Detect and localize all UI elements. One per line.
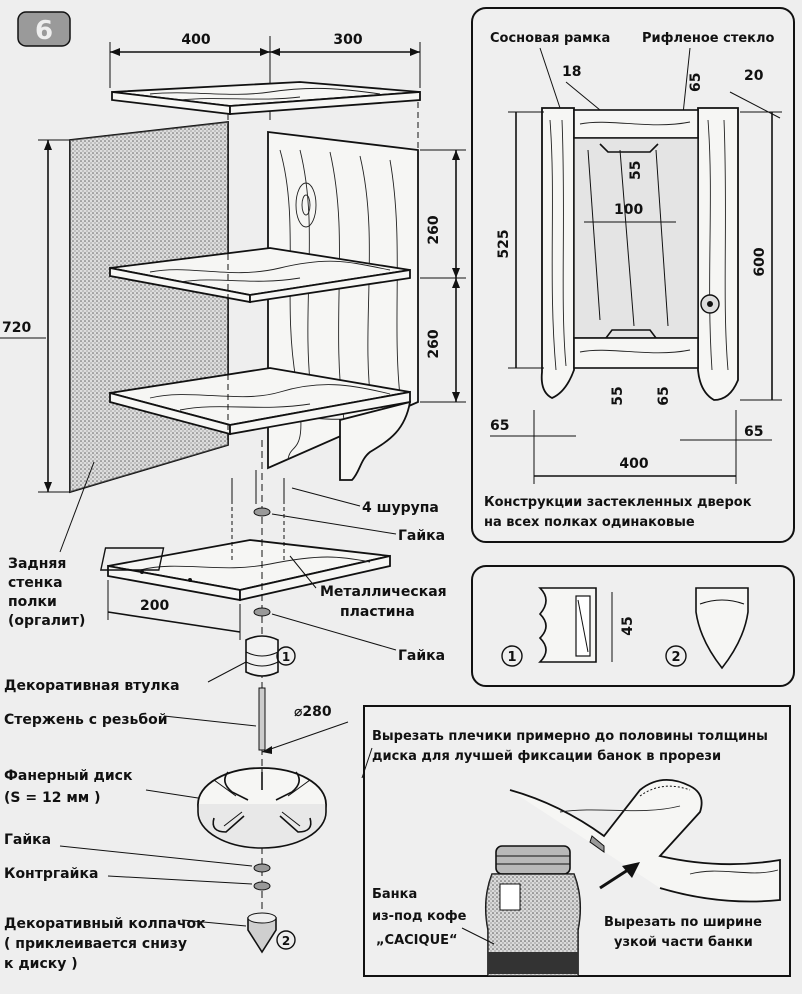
dim-depth-300: 300 [333, 32, 362, 48]
dim-100: 100 [614, 202, 643, 218]
label-plywood-disc-2: (S = 12 мм ) [4, 790, 100, 806]
cut-note-2: узкой части банки [614, 935, 753, 950]
door-caption-1: Конструкции застекленных дверок [484, 495, 752, 510]
door-caption-2: на всех полках одинаковые [484, 515, 695, 530]
label-back-wall-1: Задняя [8, 556, 66, 572]
door-detail-panel: Сосновая рамка Рифленое стекло 18 65 20 [471, 7, 795, 543]
dim-height-720: 720 [2, 320, 31, 336]
label-fluted-glass: Рифленое стекло [642, 31, 775, 46]
dim-65-left: 65 [490, 418, 509, 434]
coffee-jar [484, 845, 582, 977]
disc-caption-1: Вырезать плечики примерно до половины то… [372, 729, 768, 744]
dim-600: 600 [752, 247, 768, 276]
decorative-cap: 2 [181, 912, 296, 954]
figure-number: 6 [35, 16, 53, 46]
label-nut-2: Гайка [398, 648, 445, 664]
decorative-bushing: 1 Декоративная втулка [4, 635, 296, 694]
dim-55-upper: 55 [628, 161, 644, 180]
shelf-assembly: 400 300 [0, 32, 466, 972]
label-decorative-bushing: Декоративная втулка [4, 678, 180, 694]
label-metal-plate-1: Металлическая [320, 584, 447, 600]
dim-55-lower: 55 [610, 386, 626, 405]
dim-20: 20 [744, 68, 764, 84]
dim-400-door: 400 [619, 456, 648, 472]
dim-height-260-lower: 260 [426, 329, 442, 358]
jar-label-3: „CACIQUE“ [376, 933, 458, 948]
callout-1-main: 1 [282, 650, 290, 664]
profiles-panel: 1 45 2 [471, 565, 795, 687]
dim-45: 45 [620, 616, 636, 635]
cut-note-1: Вырезать по ширине [604, 915, 762, 930]
disc-detail-panel: Вырезать плечики примерно до половины то… [361, 705, 791, 977]
dim-65-right: 65 [744, 424, 763, 440]
dim-525: 525 [496, 229, 512, 258]
callout-profile-2: 2 [671, 650, 680, 665]
back-hardboard-wall [69, 120, 229, 494]
label-cap-2: ( приклеивается снизу [4, 936, 187, 952]
callout-profile-1: 1 [507, 650, 516, 665]
label-back-wall-2: стенка [8, 575, 63, 591]
dim-18: 18 [562, 64, 581, 80]
disc-caption-2: диска для лучшей фиксации банок в прорез… [372, 749, 721, 764]
jar-label-2: из-под кофе [372, 909, 467, 924]
label-plywood-disc-1: Фанерный диск [4, 768, 133, 784]
label-back-wall-4: (оргалит) [8, 613, 85, 629]
label-back-wall-3: полки [8, 594, 57, 610]
dim-65-lower: 65 [656, 386, 672, 405]
label-cap-1: Декоративный колпачок [4, 916, 206, 932]
label-nut-1: Гайка [398, 528, 445, 544]
label-threaded-rod: Стержень с резьбой [4, 712, 168, 728]
label-locknut: Контргайка [4, 866, 98, 882]
label-nut-3: Гайка [4, 832, 51, 848]
label-4-screws: 4 шурупа [362, 500, 439, 516]
screws [231, 470, 285, 560]
label-cap-3: к диску ) [4, 956, 78, 972]
dim-disc-diameter: ⌀280 [294, 704, 332, 720]
dim-65-top: 65 [688, 73, 704, 92]
plywood-disc [197, 767, 327, 849]
dim-base-200: 200 [140, 598, 169, 614]
dim-width-400: 400 [181, 32, 210, 48]
jar-label-1: Банка [372, 887, 417, 902]
callout-2-main: 2 [282, 934, 290, 948]
figure-number-badge: 6 [17, 11, 71, 47]
label-metal-plate-2: пластина [340, 604, 415, 620]
dim-height-260-upper: 260 [426, 215, 442, 244]
label-pine-frame: Сосновая рамка [490, 31, 610, 46]
